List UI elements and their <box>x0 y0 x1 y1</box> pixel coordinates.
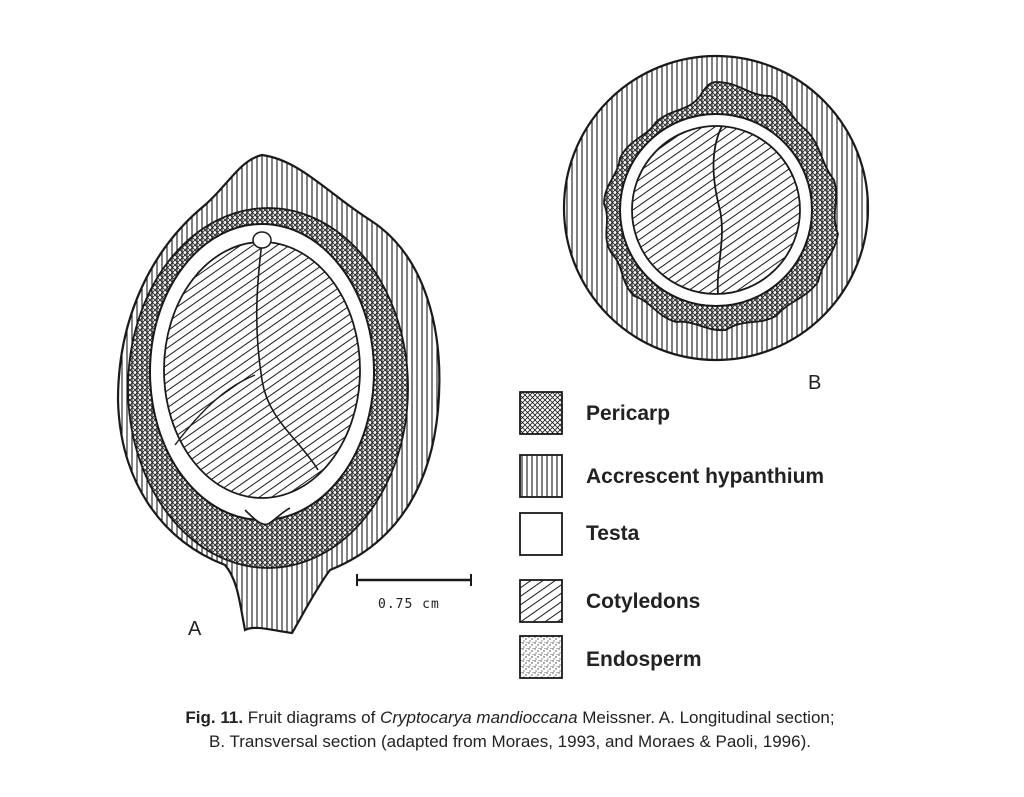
panel-b-label: B <box>808 372 822 394</box>
panel-a-label: A <box>188 618 202 640</box>
legend-swatch-testa <box>519 512 563 556</box>
legend-label-hypanthium: Accrescent hypanthium <box>586 465 825 488</box>
a-embryo-axis <box>255 241 319 471</box>
scale-bar-label: 0.75 cm <box>378 597 440 612</box>
legend-swatch-endosperm <box>519 635 563 679</box>
a-cotyledon-split <box>174 374 256 446</box>
a-cotyledons <box>163 241 361 499</box>
longitudinal-section-drawing <box>116 153 441 635</box>
b-cotyledons <box>631 125 801 295</box>
legend-swatch-cotyledons <box>519 579 563 623</box>
scale-bar <box>356 574 472 586</box>
figure-caption: Fig. 11. Fruit diagrams of Cryptocarya m… <box>60 706 960 754</box>
caption-line-2: B. Transversal section (adapted from Mor… <box>209 732 811 751</box>
caption-species: Cryptocarya mandioccana <box>380 708 578 727</box>
legend-label-pericarp: Pericarp <box>586 402 671 425</box>
b-cotyledon-split <box>712 125 723 295</box>
transversal-section-drawing <box>562 54 870 362</box>
legend-label-endosperm: Endosperm <box>586 648 702 671</box>
a-basal-notch <box>244 507 291 526</box>
legend-swatch-pericarp <box>519 391 563 435</box>
legend-swatches <box>519 391 563 679</box>
a-radicle <box>252 231 272 249</box>
legend-swatch-hypanthium <box>519 454 563 498</box>
legend-label-cotyledons: Cotyledons <box>586 590 701 613</box>
caption-text-2: Meissner. A. Longitudinal section; <box>577 708 835 727</box>
caption-fig-number: Fig. 11. <box>185 708 244 727</box>
caption-line-1: Fig. 11. Fruit diagrams of Cryptocarya m… <box>60 706 960 730</box>
caption-text-1: Fruit diagrams of <box>243 708 381 727</box>
legend-label-testa: Testa <box>586 522 640 545</box>
